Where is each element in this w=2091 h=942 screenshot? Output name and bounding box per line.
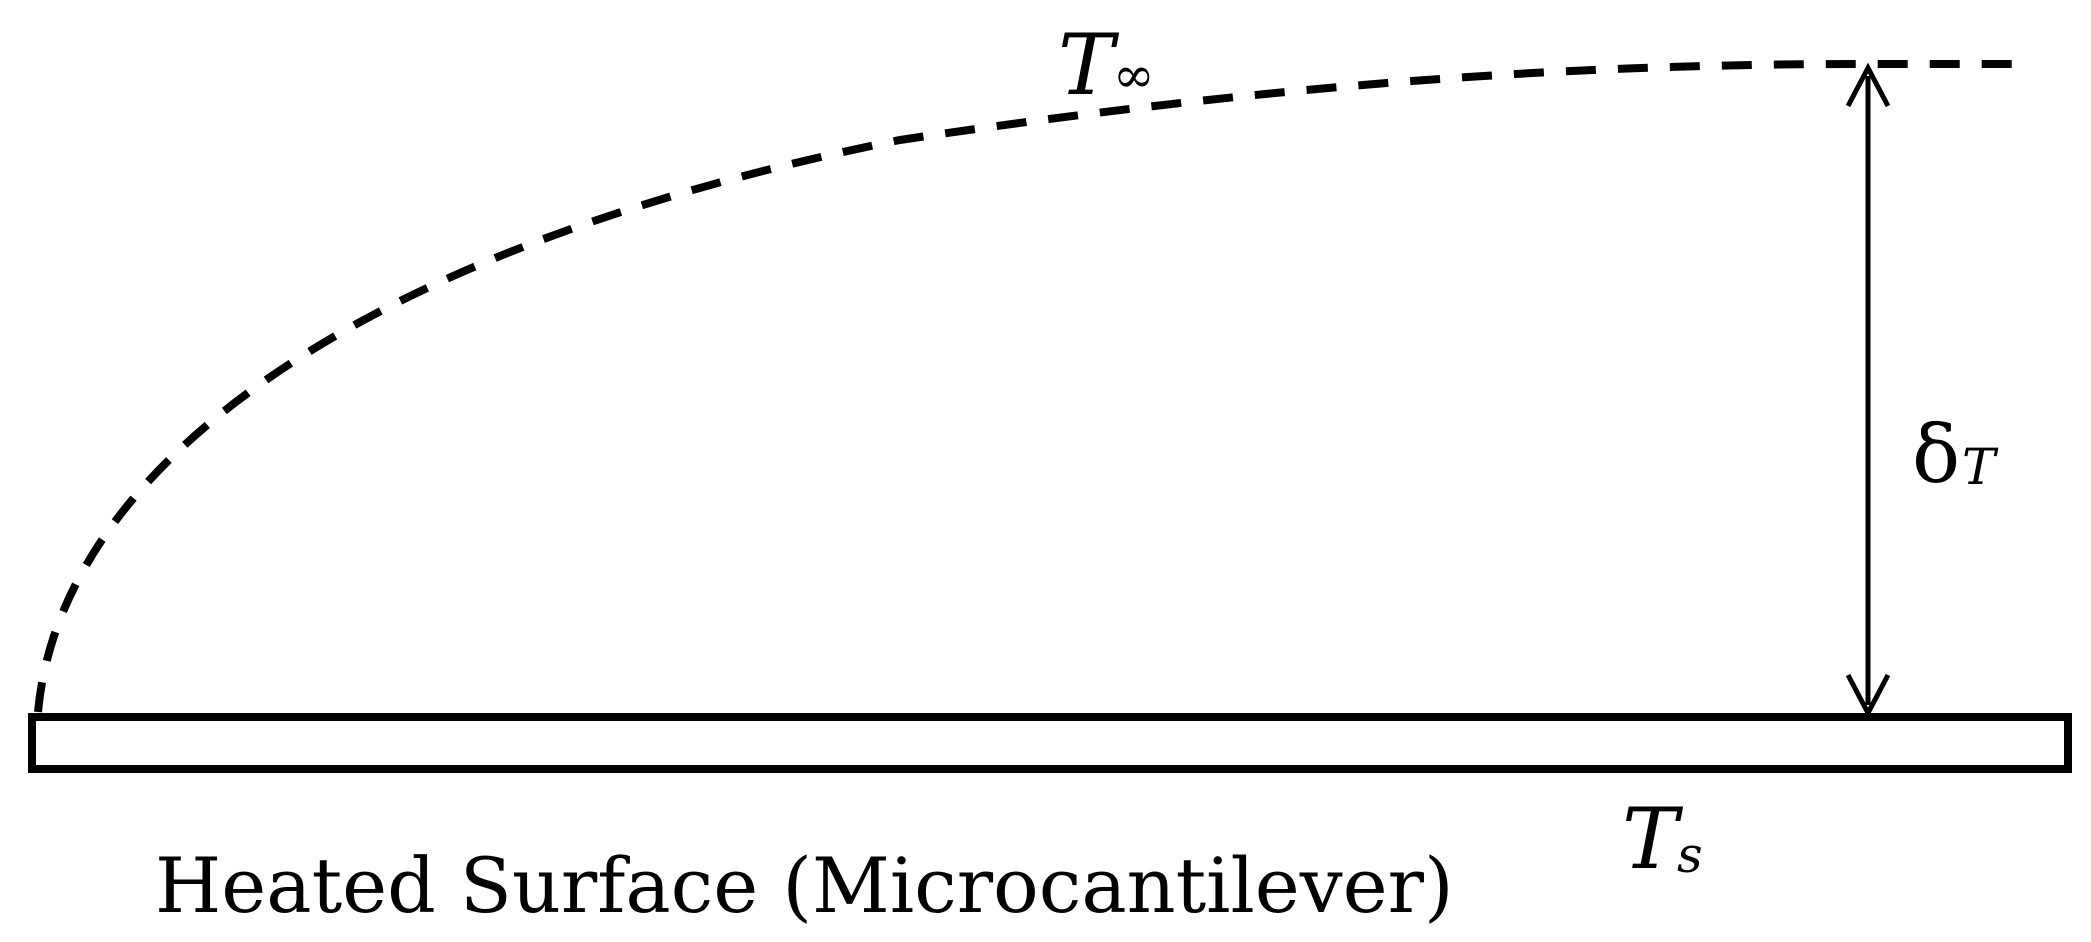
delta-symbol: δ: [1912, 408, 1960, 501]
t-infinity-subscript: ∞: [1113, 46, 1155, 104]
thickness-arrow: [1845, 62, 1891, 719]
boundary-layer-curve: [34, 60, 2020, 713]
arrow-head-bottom: [1845, 673, 1891, 719]
t-infinity-label: T ∞: [1058, 16, 1155, 114]
t-s-subscript: s: [1677, 826, 1703, 884]
surface-caption: Heated Surface (Microcantilever): [155, 841, 1454, 930]
t-s-label: T s: [1622, 790, 1703, 888]
t-infinity-symbol: T: [1058, 16, 1120, 114]
arrow-head-top: [1845, 62, 1891, 108]
delta-subscript: T: [1962, 438, 1999, 496]
delta-t-label: δ T: [1912, 408, 1999, 501]
heated-surface: [28, 713, 2072, 773]
t-s-symbol: T: [1622, 790, 1684, 888]
